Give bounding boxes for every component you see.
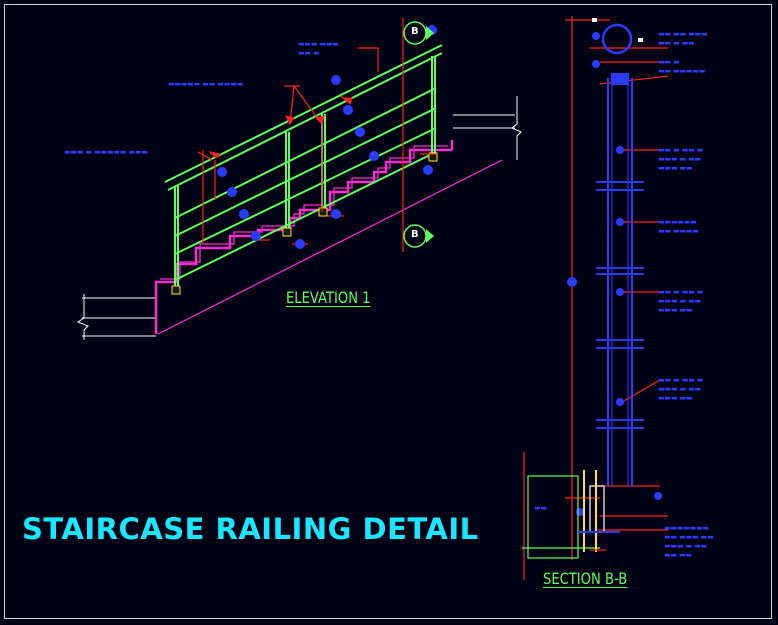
section-marker-bottom xyxy=(403,224,434,248)
elevation-leader-arrows xyxy=(208,97,353,159)
note-section-7: ▬▬▬▬▬▬▬ ▬▬ ▬▬▬ ▬▬ ▬▬▬ ▬ ▬▬ ▬▬ ▬▬ xyxy=(664,524,714,559)
handrail-section-circle xyxy=(592,23,633,68)
floor-lines-right xyxy=(453,96,522,160)
note-base-anchor: ▬▬ xyxy=(534,504,547,512)
section-marker-top xyxy=(403,21,434,45)
note-section-3: ▬▬ ▬ ▬▬ ▬ ▬▬▬ ▬ ▬▬ ▬▬▬ ▬▬ xyxy=(658,146,704,172)
section-dimension-line xyxy=(565,16,669,560)
rail-connector-dots xyxy=(217,25,437,249)
note-section-1: ▬▬ ▬▬ ▬▬▬ ▬▬ ▬ ▬▬ xyxy=(658,30,708,47)
note-pipe-elevation: ▬▬▬ ▬ ▬▬▬▬▬ ▬▬▬ xyxy=(64,148,148,156)
post-section-body xyxy=(607,73,633,486)
drawing-border xyxy=(4,4,772,619)
note-section-4: ▬▬▬▬▬▬ ▬▬ ▬▬▬▬ xyxy=(658,218,699,235)
section-joint-dots xyxy=(567,146,662,516)
white-structure-marks xyxy=(592,18,643,42)
note-connector-elevation: ▬▬▬▬▬ ▬▬ ▬▬▬▬ xyxy=(168,80,244,88)
post-base-plates xyxy=(171,152,438,295)
floor-lines-left xyxy=(76,294,156,340)
drawing-title: STAIRCASE RAILING DETAIL xyxy=(22,512,479,546)
section-marker-bottom-letter: B xyxy=(411,229,419,240)
note-section-6: ▬▬ ▬ ▬▬ ▬ ▬▬▬ ▬ ▬▬ ▬▬▬ ▬▬ xyxy=(658,376,704,402)
section-marker-top-letter: B xyxy=(411,26,419,37)
section-label: SECTION B-B xyxy=(543,569,628,588)
base-anchor xyxy=(522,452,620,580)
railing-posts xyxy=(174,56,436,290)
post-joints xyxy=(596,181,644,429)
note-section-2: ▬▬ ▬ ▬▬ ▬▬▬▬▬ xyxy=(658,58,706,75)
note-handrail-elevation: ▬▬▬ ▬▬▬ ▬▬ ▬ xyxy=(298,40,339,57)
elevation-label: ELEVATION 1 xyxy=(286,288,371,307)
note-section-5: ▬▬ ▬ ▬▬ ▬ ▬▬▬ ▬ ▬▬ ▬▬▬ ▬▬ xyxy=(658,288,704,314)
